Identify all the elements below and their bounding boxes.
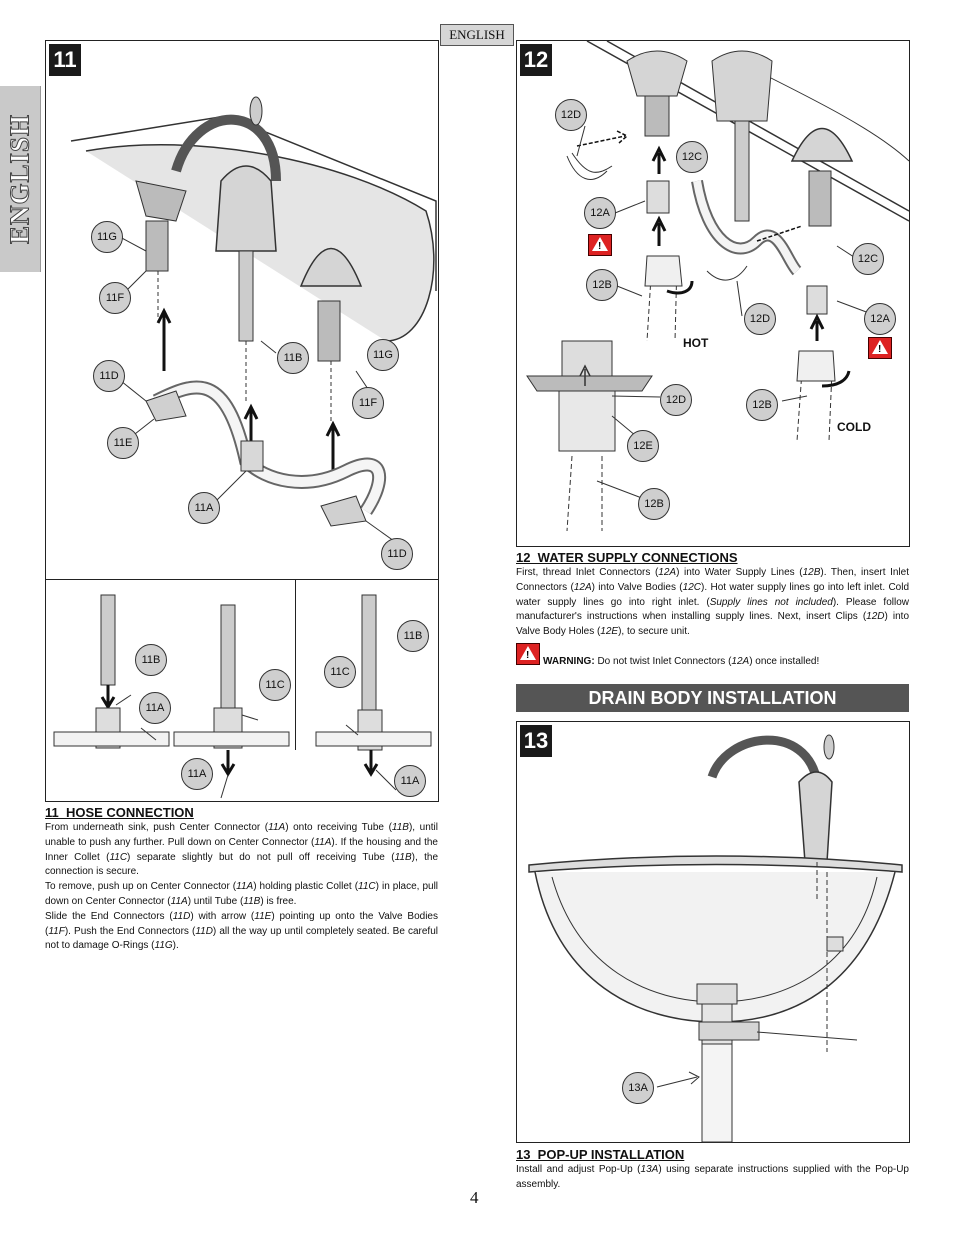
callout-12D-top: 12D (555, 99, 587, 131)
callout-11F-left: 11F (99, 282, 131, 314)
detail-callout-11C-1: 11C (259, 669, 291, 701)
step12-body: First, thread Inlet Connectors (12A) int… (516, 567, 910, 638)
callout-11D-left: 11D (93, 360, 125, 392)
callout-11D-right: 11D (381, 538, 413, 570)
detail-divider (295, 580, 296, 750)
cold-label: COLD (837, 420, 871, 434)
callout-11E: 11E (107, 427, 139, 459)
callout-11F-right: 11F (352, 387, 384, 419)
step13-popup-illustration (528, 734, 903, 1143)
step11-paragraph-1: From underneath sink, push Center Connec… (45, 822, 439, 878)
step12-warning: WARNING: Do not twist Inlet Connectors (… (543, 656, 820, 667)
callout-12B-right: 12B (746, 389, 778, 421)
detail-callout-11A-2: 11A (181, 758, 213, 790)
step12-supply-illustration (526, 40, 910, 532)
step13-panel: 13 13A (516, 721, 910, 1143)
callout-12C-left: 12C (676, 141, 708, 173)
callout-13A: 13A (622, 1072, 654, 1104)
callout-12C-right: 12C (852, 243, 884, 275)
step12-heading: 12 WATER SUPPLY CONNECTIONS (516, 550, 738, 565)
language-side-tab: ENGLISH (0, 86, 41, 272)
callout-11B: 11B (277, 342, 309, 374)
detail-callout-11A-3: 11A (394, 765, 426, 797)
step11-body: From underneath sink, push Center Connec… (45, 821, 438, 954)
callout-11A: 11A (188, 492, 220, 524)
step11-panel: 11 11G 11F 11D 11E 11A 11B 11G (45, 40, 439, 802)
detail-callout-11B-1: 11B (135, 644, 167, 676)
side-tab-label: ENGLISH (4, 113, 35, 245)
step11-paragraph-2: To remove, push up on Center Connector (… (45, 881, 439, 907)
step13-body: Install and adjust Pop-Up (13A) using se… (516, 1164, 909, 1190)
step11-hose-illustration (70, 96, 437, 547)
step11-detail-row: 11B 11A 11C 11A 11B 11C 11A (46, 579, 438, 802)
warning-label: WARNING: (543, 656, 595, 667)
warning-icon-text: ! (516, 643, 540, 665)
callout-12A-right: 12A (864, 303, 896, 335)
hot-label: HOT (683, 336, 709, 350)
warning-icon-left: ! (588, 234, 612, 256)
drain-body-section-bar: DRAIN BODY INSTALLATION (516, 684, 909, 712)
detail-callout-11B-2: 11B (397, 620, 429, 652)
detail-callout-11C-2: 11C (324, 656, 356, 688)
callout-12D-bottom: 12D (660, 384, 692, 416)
step11-detail-illustration (53, 594, 432, 799)
step13-number: 13 (520, 725, 552, 757)
warning-icon-right: ! (868, 337, 892, 359)
callout-11G-right: 11G (367, 339, 399, 371)
step11-paragraph-3: Slide the End Connectors (11D) with arro… (45, 910, 438, 952)
page-number: 4 (470, 1188, 479, 1207)
step13-heading: 13 POP-UP INSTALLATION (516, 1147, 685, 1162)
callout-12B-bottom: 12B (638, 488, 670, 520)
detail-callout-11A-1: 11A (139, 692, 171, 724)
step11-number: 11 (49, 44, 81, 76)
callout-12A-left: 12A (584, 197, 616, 229)
callout-11G-left: 11G (91, 221, 123, 253)
step12-number: 12 (520, 44, 552, 76)
callout-12D-mid: 12D (744, 303, 776, 335)
step12-panel: 12 (516, 40, 910, 547)
step11-heading: 11 HOSE CONNECTION (45, 805, 194, 820)
callout-12B-left: 12B (586, 269, 618, 301)
callout-12E: 12E (627, 430, 659, 462)
language-header-box: ENGLISH (440, 24, 514, 46)
